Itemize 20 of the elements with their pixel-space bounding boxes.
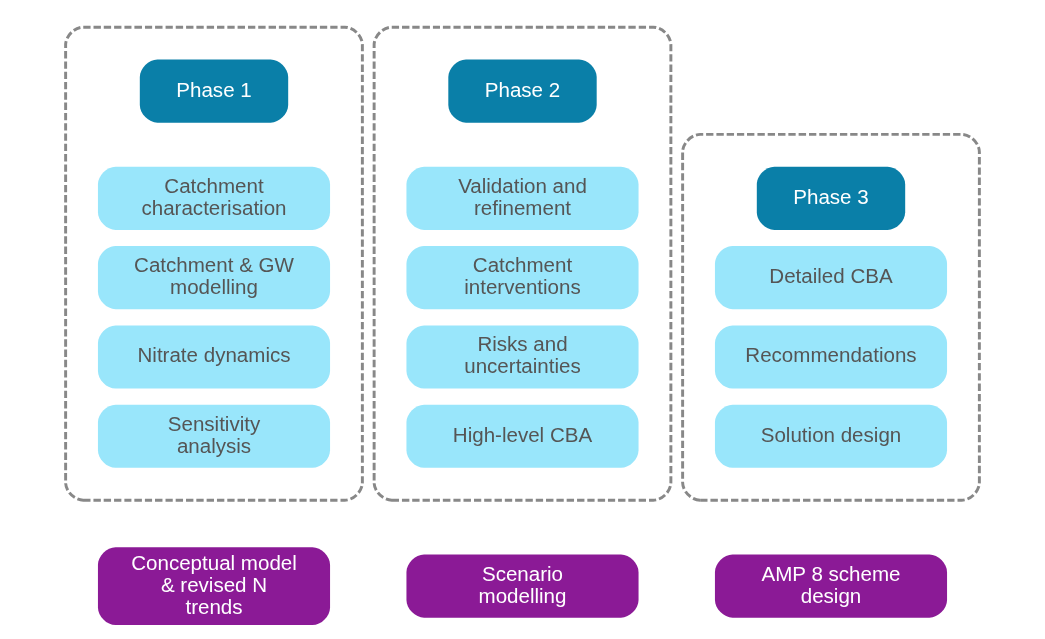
- node-box: High-level CBA: [406, 404, 639, 468]
- node-box: Validation and refinement: [406, 166, 639, 230]
- node-box: Phase 3: [756, 166, 906, 230]
- node-box: Catchment interventions: [406, 246, 639, 310]
- node-box: Phase 1: [139, 59, 289, 123]
- node-box: Nitrate dynamics: [97, 325, 331, 389]
- node-box: Conceptual model & revised N trends: [97, 547, 331, 626]
- cluster: [64, 25, 364, 502]
- node-box: AMP 8 scheme design: [714, 554, 948, 618]
- node-box: Catchment & GW modelling: [97, 246, 331, 310]
- cluster: [681, 132, 981, 502]
- node-box: Detailed CBA: [714, 246, 948, 310]
- node-box: Solution design: [714, 404, 948, 468]
- node-box: Sensitivity analysis: [97, 404, 331, 468]
- node-box: Scenario modelling: [406, 554, 639, 618]
- node-box: Phase 2: [448, 59, 597, 123]
- cluster: [372, 25, 673, 502]
- node-box: Catchment characterisation: [97, 166, 331, 230]
- node-box: Risks and uncertainties: [406, 325, 639, 389]
- node-box: Recommendations: [714, 325, 948, 389]
